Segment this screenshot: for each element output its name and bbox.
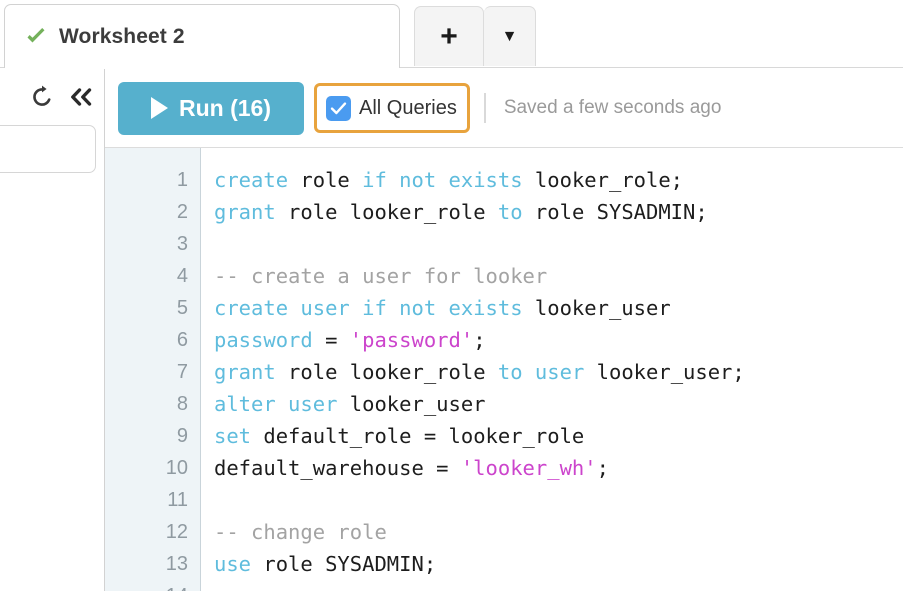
check-icon [27, 27, 45, 42]
code-line[interactable]: grant role looker_role to user looker_us… [214, 356, 903, 388]
code-token: set [214, 424, 252, 448]
code-token: if not exists [362, 168, 523, 192]
editor-code-area[interactable]: create role if not exists looker_role;gr… [202, 148, 903, 591]
line-number: 11 [167, 489, 188, 511]
line-number: 5 [176, 297, 188, 319]
worksheet-toolbar: Run (16) All Queries Saved a few seconds… [105, 69, 903, 147]
caret-down-icon: ▼ [501, 27, 518, 45]
code-token: password [214, 328, 313, 352]
run-button-label: Run (16) [179, 94, 271, 121]
rail-divider [104, 69, 105, 591]
code-line[interactable]: create user if not exists looker_user [214, 292, 903, 324]
code-token: 'password' [349, 328, 474, 352]
code-token: role SYSADMIN; [251, 552, 437, 576]
code-line[interactable]: alter user looker_user [214, 388, 903, 420]
line-number: 4 [176, 265, 188, 287]
code-line[interactable] [214, 484, 903, 516]
code-line[interactable]: set default_role = looker_role [214, 420, 903, 452]
code-token: -- create a user for looker [214, 264, 548, 288]
code-token: looker_user; [584, 360, 745, 384]
code-token: -- change role [214, 520, 387, 544]
line-number: 3 [176, 233, 188, 255]
code-line[interactable]: grant role looker_role to role SYSADMIN; [214, 196, 903, 228]
code-line[interactable]: default_warehouse = 'looker_wh'; [214, 452, 903, 484]
code-token: to user [497, 360, 585, 384]
line-number: 9 [176, 425, 188, 447]
left-rail-icon-group [30, 85, 94, 109]
saved-status-text: Saved a few seconds ago [503, 97, 722, 118]
new-worksheet-button[interactable]: + [414, 6, 484, 66]
code-token: to [497, 200, 523, 224]
code-token: role SYSADMIN; [522, 200, 708, 224]
code-token: role [288, 168, 363, 192]
code-line[interactable] [214, 580, 903, 591]
all-queries-checkbox-group[interactable]: All Queries [314, 83, 470, 133]
code-token: create [214, 168, 289, 192]
code-token: alter user [214, 392, 338, 416]
line-number: 13 [165, 553, 188, 575]
all-queries-label: All Queries [359, 96, 457, 119]
code-line[interactable] [214, 228, 903, 260]
line-number: 7 [176, 361, 188, 383]
editor-gutter: 1234567891011121314 [105, 148, 201, 591]
code-token: create user if not exists [214, 296, 523, 320]
line-number: 8 [176, 393, 188, 415]
tab-bar-baseline [0, 67, 903, 68]
code-token: = [312, 328, 350, 352]
double-chevron-left-icon[interactable] [68, 85, 94, 109]
code-token: grant [214, 200, 276, 224]
code-token: looker_user [522, 296, 671, 320]
plus-icon: + [440, 19, 458, 53]
all-queries-checkbox[interactable] [326, 95, 351, 121]
code-line[interactable]: create role if not exists looker_role; [214, 164, 903, 196]
toolbar-separator [483, 93, 486, 123]
tab-worksheet-2[interactable]: Worksheet 2 [4, 4, 400, 68]
line-number: 6 [176, 329, 188, 351]
line-number: 12 [165, 521, 188, 543]
code-line[interactable]: -- create a user for looker [214, 260, 903, 292]
code-token: looker_user [337, 392, 486, 416]
code-token: role looker_role [275, 200, 498, 224]
left-rail [0, 69, 104, 591]
tab-worksheet-2-label: Worksheet 2 [59, 24, 185, 48]
code-token: default_role = looker_role [251, 424, 585, 448]
play-icon [151, 97, 168, 119]
run-button[interactable]: Run (16) [118, 81, 304, 135]
code-token: 'looker_wh' [460, 456, 597, 480]
refresh-icon[interactable] [30, 85, 54, 109]
sql-editor[interactable]: 1234567891011121314 create role if not e… [105, 147, 903, 591]
code-token: grant [214, 360, 276, 384]
line-number: 1 [176, 169, 188, 191]
code-token: role looker_role [275, 360, 498, 384]
code-token: ; [473, 328, 486, 352]
code-line[interactable]: use role SYSADMIN; [214, 548, 903, 580]
line-number-list: 1234567891011121314 [105, 148, 200, 591]
line-number: 14 [105, 580, 200, 591]
tab-bar: Worksheet 2 + ▼ [0, 0, 903, 68]
checkmark-icon [330, 101, 347, 114]
line-number: 2 [176, 201, 188, 223]
code-line[interactable]: -- change role [214, 516, 903, 548]
code-token: looker_role; [522, 168, 684, 192]
code-token: ; [596, 456, 609, 480]
code-token: default_warehouse = [214, 456, 461, 480]
new-worksheet-dropdown-button[interactable]: ▼ [484, 6, 536, 66]
code-line[interactable]: password = 'password'; [214, 324, 903, 356]
line-number: 10 [165, 457, 188, 479]
search-input[interactable] [0, 125, 96, 173]
code-token: use [214, 552, 252, 576]
